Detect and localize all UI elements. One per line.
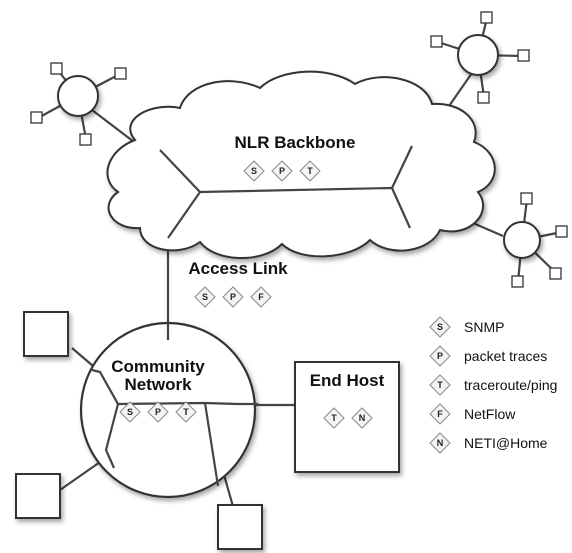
- outer-box-bottom-center: [217, 504, 263, 550]
- hub-top-right: [457, 34, 499, 76]
- badge-letter: F: [437, 409, 443, 419]
- badge-letter: S: [127, 407, 133, 417]
- badge-diamond: [250, 286, 272, 308]
- outer-box-bottom-left: [15, 473, 61, 519]
- badge-p-icon: P: [429, 345, 451, 367]
- badge-s-icon: S: [119, 401, 141, 423]
- hub-left: [57, 75, 99, 117]
- badge-letter: P: [155, 407, 161, 417]
- badge-diamond: [175, 401, 197, 423]
- badge-f-icon: F: [250, 286, 272, 308]
- legend-label: traceroute/ping: [464, 377, 557, 393]
- badge-s-icon: S: [194, 286, 216, 308]
- badge-s-icon: S: [243, 160, 265, 182]
- badge-diamond: [429, 403, 451, 425]
- badge-letter: P: [230, 292, 236, 302]
- badge-diamond: [351, 407, 373, 429]
- leaf-node: [30, 111, 43, 124]
- badge-t-icon: T: [299, 160, 321, 182]
- badge-diamond: [429, 432, 451, 454]
- badge-p-icon: P: [222, 286, 244, 308]
- badge-diamond: [429, 316, 451, 338]
- backbone-title: NLR Backbone: [235, 133, 356, 152]
- badge-diamond: [429, 345, 451, 367]
- legend-item: F NetFlow: [429, 403, 516, 425]
- badge-letter: S: [202, 292, 208, 302]
- badge-diamond: [194, 286, 216, 308]
- community-network-circle: [79, 321, 257, 499]
- community-internal-lines: [91, 324, 258, 487]
- badge-diamond: [147, 401, 169, 423]
- leaf-node: [477, 91, 490, 104]
- backbone-internal-lines: [159, 145, 413, 239]
- leaf-node: [520, 192, 533, 205]
- community-title-line2: Network: [124, 375, 192, 394]
- leaf-node: [549, 267, 562, 280]
- badge-n-icon: N: [429, 432, 451, 454]
- badge-letter: S: [437, 322, 443, 332]
- badge-diamond: [429, 374, 451, 396]
- leaf-node: [517, 49, 530, 62]
- hub-lower-right: [503, 221, 541, 259]
- badge-letter: P: [437, 351, 443, 361]
- leaf-node: [480, 11, 493, 24]
- community-title-line1: Community: [111, 357, 205, 376]
- badge-diamond: [323, 407, 345, 429]
- leaf-node: [114, 67, 127, 80]
- legend-item: N NETI@Home: [429, 432, 548, 454]
- legend-label: NETI@Home: [464, 435, 548, 451]
- badge-letter: N: [359, 413, 366, 423]
- badge-letter: T: [183, 407, 189, 417]
- badge-letter: T: [307, 166, 313, 176]
- nlr-backbone-cloud: [106, 70, 496, 260]
- leaf-node: [511, 275, 524, 288]
- access-link-title: Access Link: [188, 259, 288, 278]
- badge-p-icon: P: [271, 160, 293, 182]
- badge-t-icon: T: [429, 374, 451, 396]
- leaf-node: [79, 133, 92, 146]
- outer-box-top-left: [23, 311, 69, 357]
- badge-letter: N: [437, 438, 444, 448]
- legend-label: NetFlow: [464, 406, 516, 422]
- badge-letter: T: [331, 413, 337, 423]
- badge-t-icon: T: [323, 407, 345, 429]
- badge-diamond: [299, 160, 321, 182]
- end-host-title: End Host: [310, 371, 385, 390]
- leaf-node: [430, 35, 443, 48]
- badge-diamond: [222, 286, 244, 308]
- badge-diamond: [119, 401, 141, 423]
- badge-p-icon: P: [147, 401, 169, 423]
- legend-label: packet traces: [464, 348, 547, 364]
- badge-t-icon: T: [175, 401, 197, 423]
- badge-letter: T: [437, 380, 443, 390]
- badge-diamond: [271, 160, 293, 182]
- leaf-node: [555, 225, 568, 238]
- badge-n-icon: N: [351, 407, 373, 429]
- legend-label: SNMP: [464, 319, 504, 335]
- badge-letter: S: [251, 166, 257, 176]
- badge-letter: P: [279, 166, 285, 176]
- leaf-nodes: [30, 11, 568, 288]
- badge-letter: F: [258, 292, 264, 302]
- badge-f-icon: F: [429, 403, 451, 425]
- legend-item: S SNMP: [429, 316, 504, 338]
- leaf-node: [50, 62, 63, 75]
- end-host-box: [294, 361, 400, 473]
- badge-diamond: [243, 160, 265, 182]
- badge-s-icon: S: [429, 316, 451, 338]
